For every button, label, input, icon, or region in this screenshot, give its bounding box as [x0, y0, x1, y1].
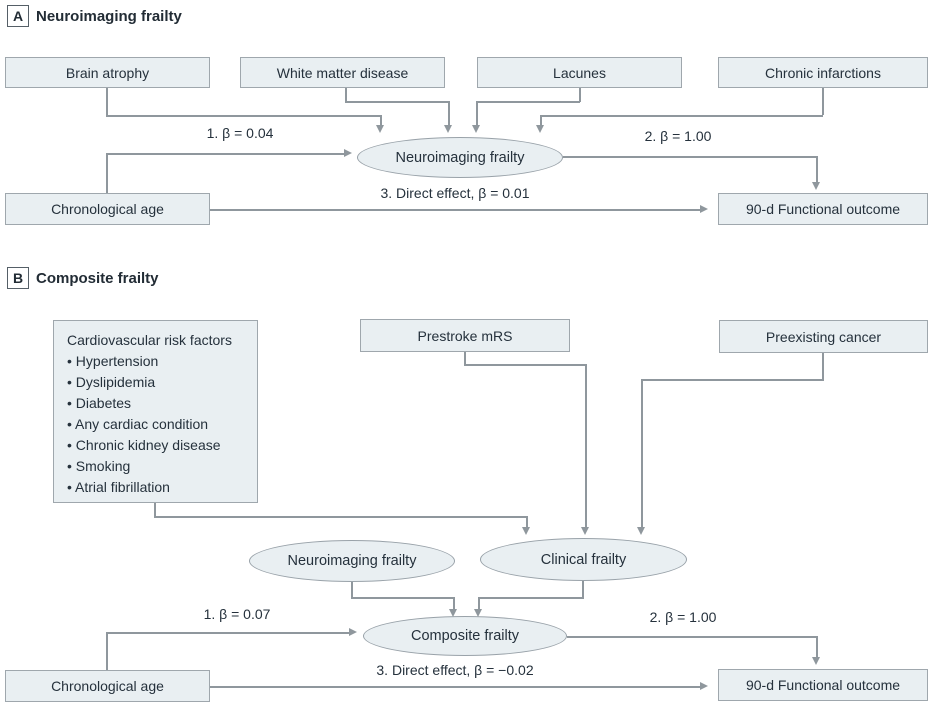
- path3-label: 3. Direct effect, β = 0.01: [380, 185, 530, 201]
- path1-label: 1. β = 0.04: [206, 125, 274, 141]
- path3-b-label: 3. Direct effect, β = −0.02: [376, 662, 534, 678]
- box-preexisting-cancer: Preexisting cancer: [719, 320, 928, 353]
- arrowhead-right-icon: [344, 149, 352, 157]
- cv-item-hypertension: • Hypertension: [67, 353, 159, 369]
- cv-item-diabetes: • Diabetes: [67, 395, 132, 411]
- panel-a-title: Neuroimaging frailty: [36, 8, 182, 25]
- connector-prestroke-segment: [464, 352, 466, 365]
- connector-path1-b-segment: [106, 632, 349, 634]
- connector-white-matter-segment: [345, 88, 347, 102]
- connector-chronic-infarctions-segment: [822, 88, 824, 115]
- ellipse-composite-frailty: Composite frailty: [363, 616, 567, 656]
- connector-brain-atrophy-segment: [380, 115, 382, 126]
- arrowhead-down-icon: [637, 527, 645, 535]
- cv-item-atrial-fibrillation: • Atrial fibrillation: [67, 479, 170, 495]
- box-lacunes: Lacunes: [477, 57, 682, 88]
- box-90d-functional-outcome-b: 90-d Functional outcome: [718, 669, 928, 701]
- box-brain-atrophy: Brain atrophy: [5, 57, 210, 88]
- arrowhead-down-icon: [812, 182, 820, 190]
- panel-a-label: A: [7, 5, 29, 27]
- connector-brain-atrophy-segment: [106, 88, 108, 115]
- connector-path1-b-segment: [106, 632, 108, 670]
- path1-b-label: 1. β = 0.07: [203, 606, 271, 622]
- arrowhead-down-icon: [522, 527, 530, 535]
- connector-white-matter-segment: [345, 101, 449, 103]
- connector-path1-segment: [106, 153, 344, 155]
- connector-brain-atrophy-segment: [106, 115, 381, 117]
- cv-item-chronic-kidney-disease: • Chronic kidney disease: [67, 437, 221, 453]
- connector-path3-b-segment: [210, 686, 700, 688]
- connector-lacunes-segment: [476, 101, 478, 126]
- connector-cancer-segment: [641, 379, 824, 381]
- connector-white-matter-segment: [448, 101, 450, 126]
- connector-path2-segment: [816, 156, 818, 182]
- box-prestroke-mrs: Prestroke mRS: [360, 319, 570, 352]
- connector-chronic-infarctions-segment: [540, 115, 823, 117]
- cv-item-smoking: • Smoking: [67, 458, 131, 474]
- arrowhead-right-icon: [349, 628, 357, 636]
- box-cardiovascular-risk-factors: Cardiovascular risk factors • Hypertensi…: [53, 320, 258, 503]
- connector-prestroke-segment: [585, 364, 587, 528]
- connector-neuroimaging-b-segment: [453, 597, 455, 610]
- connector-cancer-segment: [641, 379, 643, 528]
- ellipse-neuroimaging-frailty: Neuroimaging frailty: [357, 137, 563, 178]
- arrowhead-down-icon: [581, 527, 589, 535]
- panel-b-title: Composite frailty: [36, 270, 159, 287]
- connector-cv-segment: [526, 516, 528, 528]
- arrowhead-down-icon: [472, 125, 480, 133]
- connector-lacunes-segment: [476, 101, 580, 103]
- connector-path2-b-segment: [816, 636, 818, 657]
- arrowhead-down-icon: [376, 125, 384, 133]
- connector-chronic-infarctions-segment: [540, 115, 542, 126]
- connector-path2-b-segment: [567, 636, 818, 638]
- connector-clinical-segment: [478, 597, 584, 599]
- arrowhead-down-icon: [536, 125, 544, 133]
- arrowhead-down-icon: [444, 125, 452, 133]
- connector-cv-segment: [154, 516, 527, 518]
- connector-path3-segment: [210, 209, 700, 211]
- panel-b-label: B: [7, 267, 29, 289]
- connector-neuroimaging-b-segment: [351, 582, 353, 598]
- arrowhead-down-icon: [812, 657, 820, 665]
- connector-clinical-segment: [478, 597, 480, 610]
- connector-cv-segment: [154, 503, 156, 517]
- cv-item-any-cardiac-condition: • Any cardiac condition: [67, 416, 209, 432]
- connector-neuroimaging-b-segment: [351, 597, 454, 599]
- connector-path2-segment: [563, 156, 818, 158]
- arrowhead-right-icon: [700, 682, 708, 690]
- path2-label: 2. β = 1.00: [644, 128, 712, 144]
- box-chronological-age: Chronological age: [5, 193, 210, 225]
- arrowhead-down-icon: [474, 609, 482, 617]
- connector-lacunes-segment: [579, 88, 581, 102]
- arrowhead-right-icon: [700, 205, 708, 213]
- cv-box-title: Cardiovascular risk factors: [67, 332, 232, 348]
- box-chronological-age-b: Chronological age: [5, 670, 210, 702]
- box-white-matter-disease: White matter disease: [240, 57, 445, 88]
- connector-prestroke-segment: [464, 364, 586, 366]
- box-chronic-infarctions: Chronic infarctions: [718, 57, 928, 88]
- ellipse-neuroimaging-frailty-b: Neuroimaging frailty: [249, 540, 455, 582]
- connector-clinical-segment: [582, 581, 584, 598]
- ellipse-clinical-frailty: Clinical frailty: [480, 538, 687, 581]
- arrowhead-down-icon: [449, 609, 457, 617]
- connector-path1-segment: [106, 153, 108, 193]
- cv-item-dyslipidemia: • Dyslipidemia: [67, 374, 156, 390]
- box-90d-functional-outcome: 90-d Functional outcome: [718, 193, 928, 225]
- connector-cancer-segment: [822, 353, 824, 380]
- path2-b-label: 2. β = 1.00: [649, 609, 717, 625]
